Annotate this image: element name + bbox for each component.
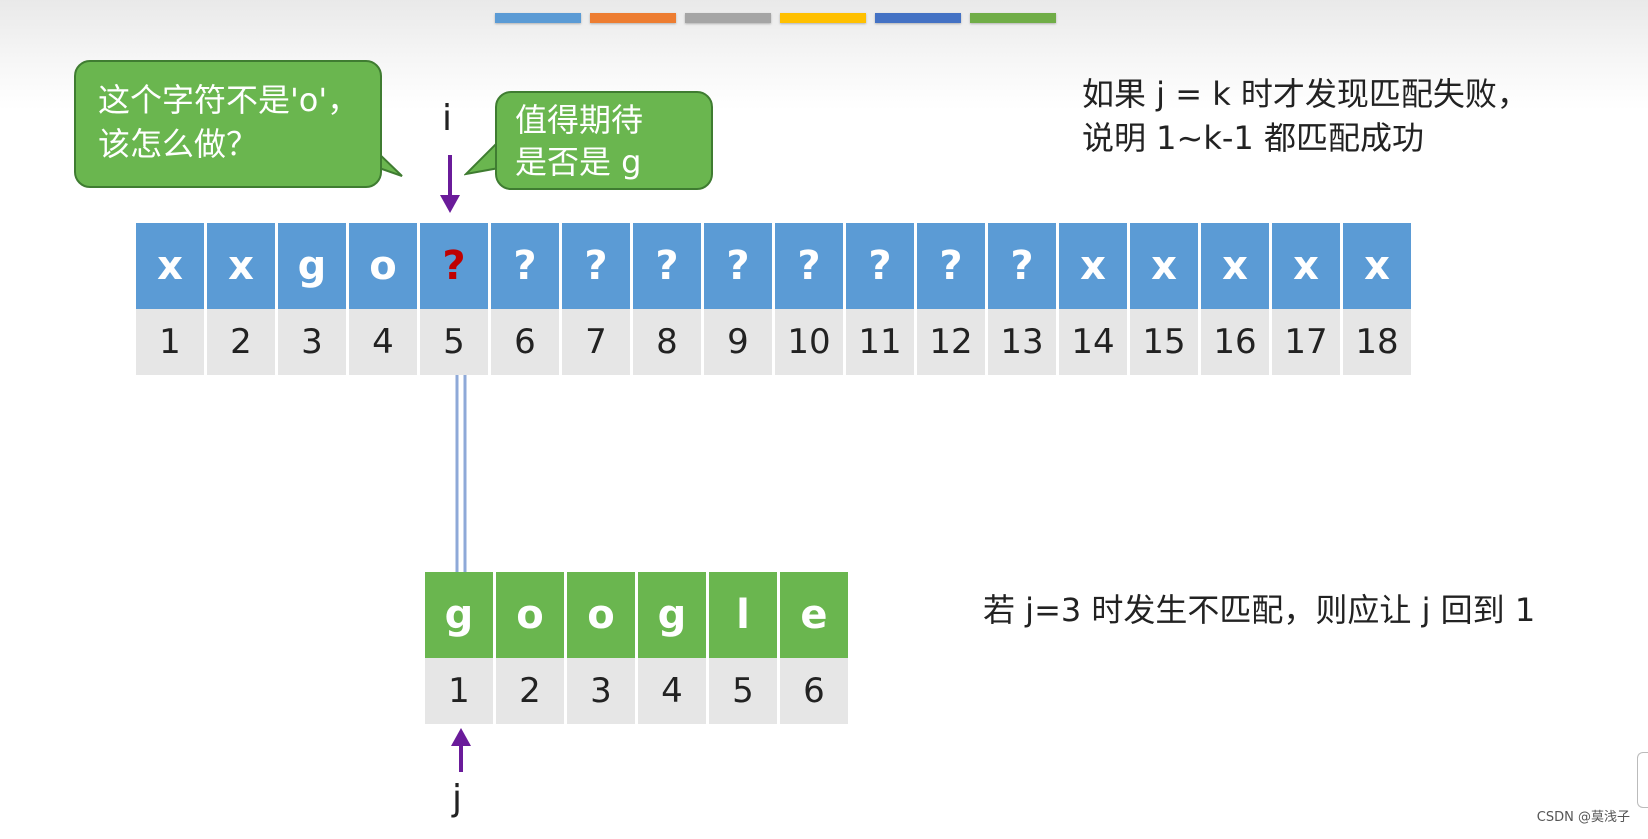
pattern-index-cell-3: 3 xyxy=(567,658,638,724)
note-top-line2: 说明 1~k-1 都匹配成功 xyxy=(1082,119,1424,157)
color-bar-yellow xyxy=(780,13,866,23)
watermark: CSDN @莫浅子 xyxy=(1536,810,1630,825)
up-arrow-icon xyxy=(451,728,471,772)
main-char-cell-17: x xyxy=(1272,223,1343,309)
pointer-i-label: i xyxy=(442,98,453,139)
pattern-char-cell-6: e xyxy=(780,572,851,658)
main-index-cell-9: 9 xyxy=(704,309,775,375)
bubble-left-line1: 这个字符不是'o'， xyxy=(98,81,360,119)
main-index-cell-15: 15 xyxy=(1130,309,1201,375)
side-scroll-tab[interactable] xyxy=(1637,752,1648,808)
main-char-cell-15: x xyxy=(1130,223,1201,309)
main-index-cell-11: 11 xyxy=(846,309,917,375)
main-char-cell-9: ? xyxy=(704,223,775,309)
speech-bubble-question: 这个字符不是'o'， 该怎么做？ xyxy=(74,60,382,188)
main-char-cell-11: ? xyxy=(846,223,917,309)
bubble-left-line2: 该怎么做？ xyxy=(98,125,259,163)
main-char-cell-3: g xyxy=(278,223,349,309)
main-char-cell-6: ? xyxy=(491,223,562,309)
note-bottom: 若 j=3 时发生不匹配，则应让 j 回到 1 xyxy=(983,591,1536,629)
pattern-char-cell-4: g xyxy=(638,572,709,658)
main-char-cell-1: x xyxy=(136,223,207,309)
color-bar-blue xyxy=(495,13,581,23)
pattern-index-cell-1: 1 xyxy=(425,658,496,724)
main-index-cell-16: 16 xyxy=(1201,309,1272,375)
main-index-cell-13: 13 xyxy=(988,309,1059,375)
pattern-index-cell-5: 5 xyxy=(709,658,780,724)
main-index-cell-1: 1 xyxy=(136,309,207,375)
speech-bubble-hint: 值得期待 是否是 g xyxy=(495,91,713,190)
note-top: 如果 j = k 时才发现匹配失败， 说明 1~k-1 都匹配成功 xyxy=(1082,72,1529,160)
main-char-cell-13: ? xyxy=(988,223,1059,309)
bubble-right-line1: 值得期待 xyxy=(515,101,644,139)
pattern-index-cell-4: 4 xyxy=(638,658,709,724)
pattern-char-cell-3: o xyxy=(567,572,638,658)
main-char-cell-10: ? xyxy=(775,223,846,309)
main-char-cell-2: x xyxy=(207,223,278,309)
main-index-cell-6: 6 xyxy=(491,309,562,375)
main-index-cell-3: 3 xyxy=(278,309,349,375)
note-top-line1: 如果 j = k 时才发现匹配失败， xyxy=(1082,75,1529,113)
pattern-char-cell-2: o xyxy=(496,572,567,658)
pattern-index-cell-6: 6 xyxy=(780,658,851,724)
color-bar-gray xyxy=(685,13,771,23)
main-index-cell-14: 14 xyxy=(1059,309,1130,375)
main-char-cell-12: ? xyxy=(917,223,988,309)
main-char-cell-16: x xyxy=(1201,223,1272,309)
main-char-cell-14: x xyxy=(1059,223,1130,309)
main-index-cell-17: 17 xyxy=(1272,309,1343,375)
main-index-cell-7: 7 xyxy=(562,309,633,375)
pattern-char-cell-5: l xyxy=(709,572,780,658)
color-bar-darkblue xyxy=(875,13,961,23)
main-char-cell-7: ? xyxy=(562,223,633,309)
color-bar-green xyxy=(970,13,1056,23)
alignment-connector xyxy=(455,375,467,575)
main-index-cell-4: 4 xyxy=(349,309,420,375)
main-index-cell-2: 2 xyxy=(207,309,278,375)
main-index-cell-18: 18 xyxy=(1343,309,1414,375)
main-char-cell-8: ? xyxy=(633,223,704,309)
down-arrow-icon xyxy=(440,155,460,213)
pointer-j-label: j xyxy=(452,778,463,819)
pattern-char-cell-1: g xyxy=(425,572,496,658)
bubble-right-line2: 是否是 g xyxy=(515,143,642,181)
main-index-cell-10: 10 xyxy=(775,309,846,375)
pattern-index-cell-2: 2 xyxy=(496,658,567,724)
main-char-cell-18: x xyxy=(1343,223,1414,309)
main-index-cell-8: 8 xyxy=(633,309,704,375)
main-char-cell-5: ? xyxy=(420,223,491,309)
main-char-cell-4: o xyxy=(349,223,420,309)
main-index-cell-5: 5 xyxy=(420,309,491,375)
main-index-cell-12: 12 xyxy=(917,309,988,375)
color-legend-bars xyxy=(495,13,1056,23)
color-bar-orange xyxy=(590,13,676,23)
